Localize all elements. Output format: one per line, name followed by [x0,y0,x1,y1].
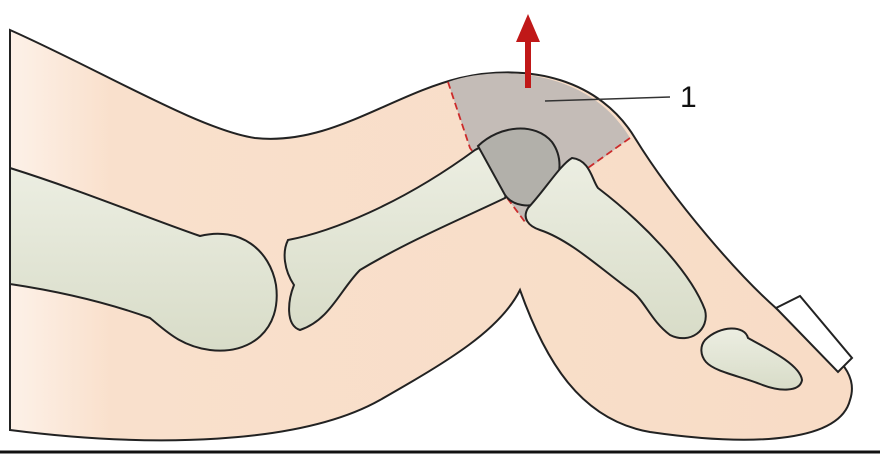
callout-label: 1 [680,81,697,114]
